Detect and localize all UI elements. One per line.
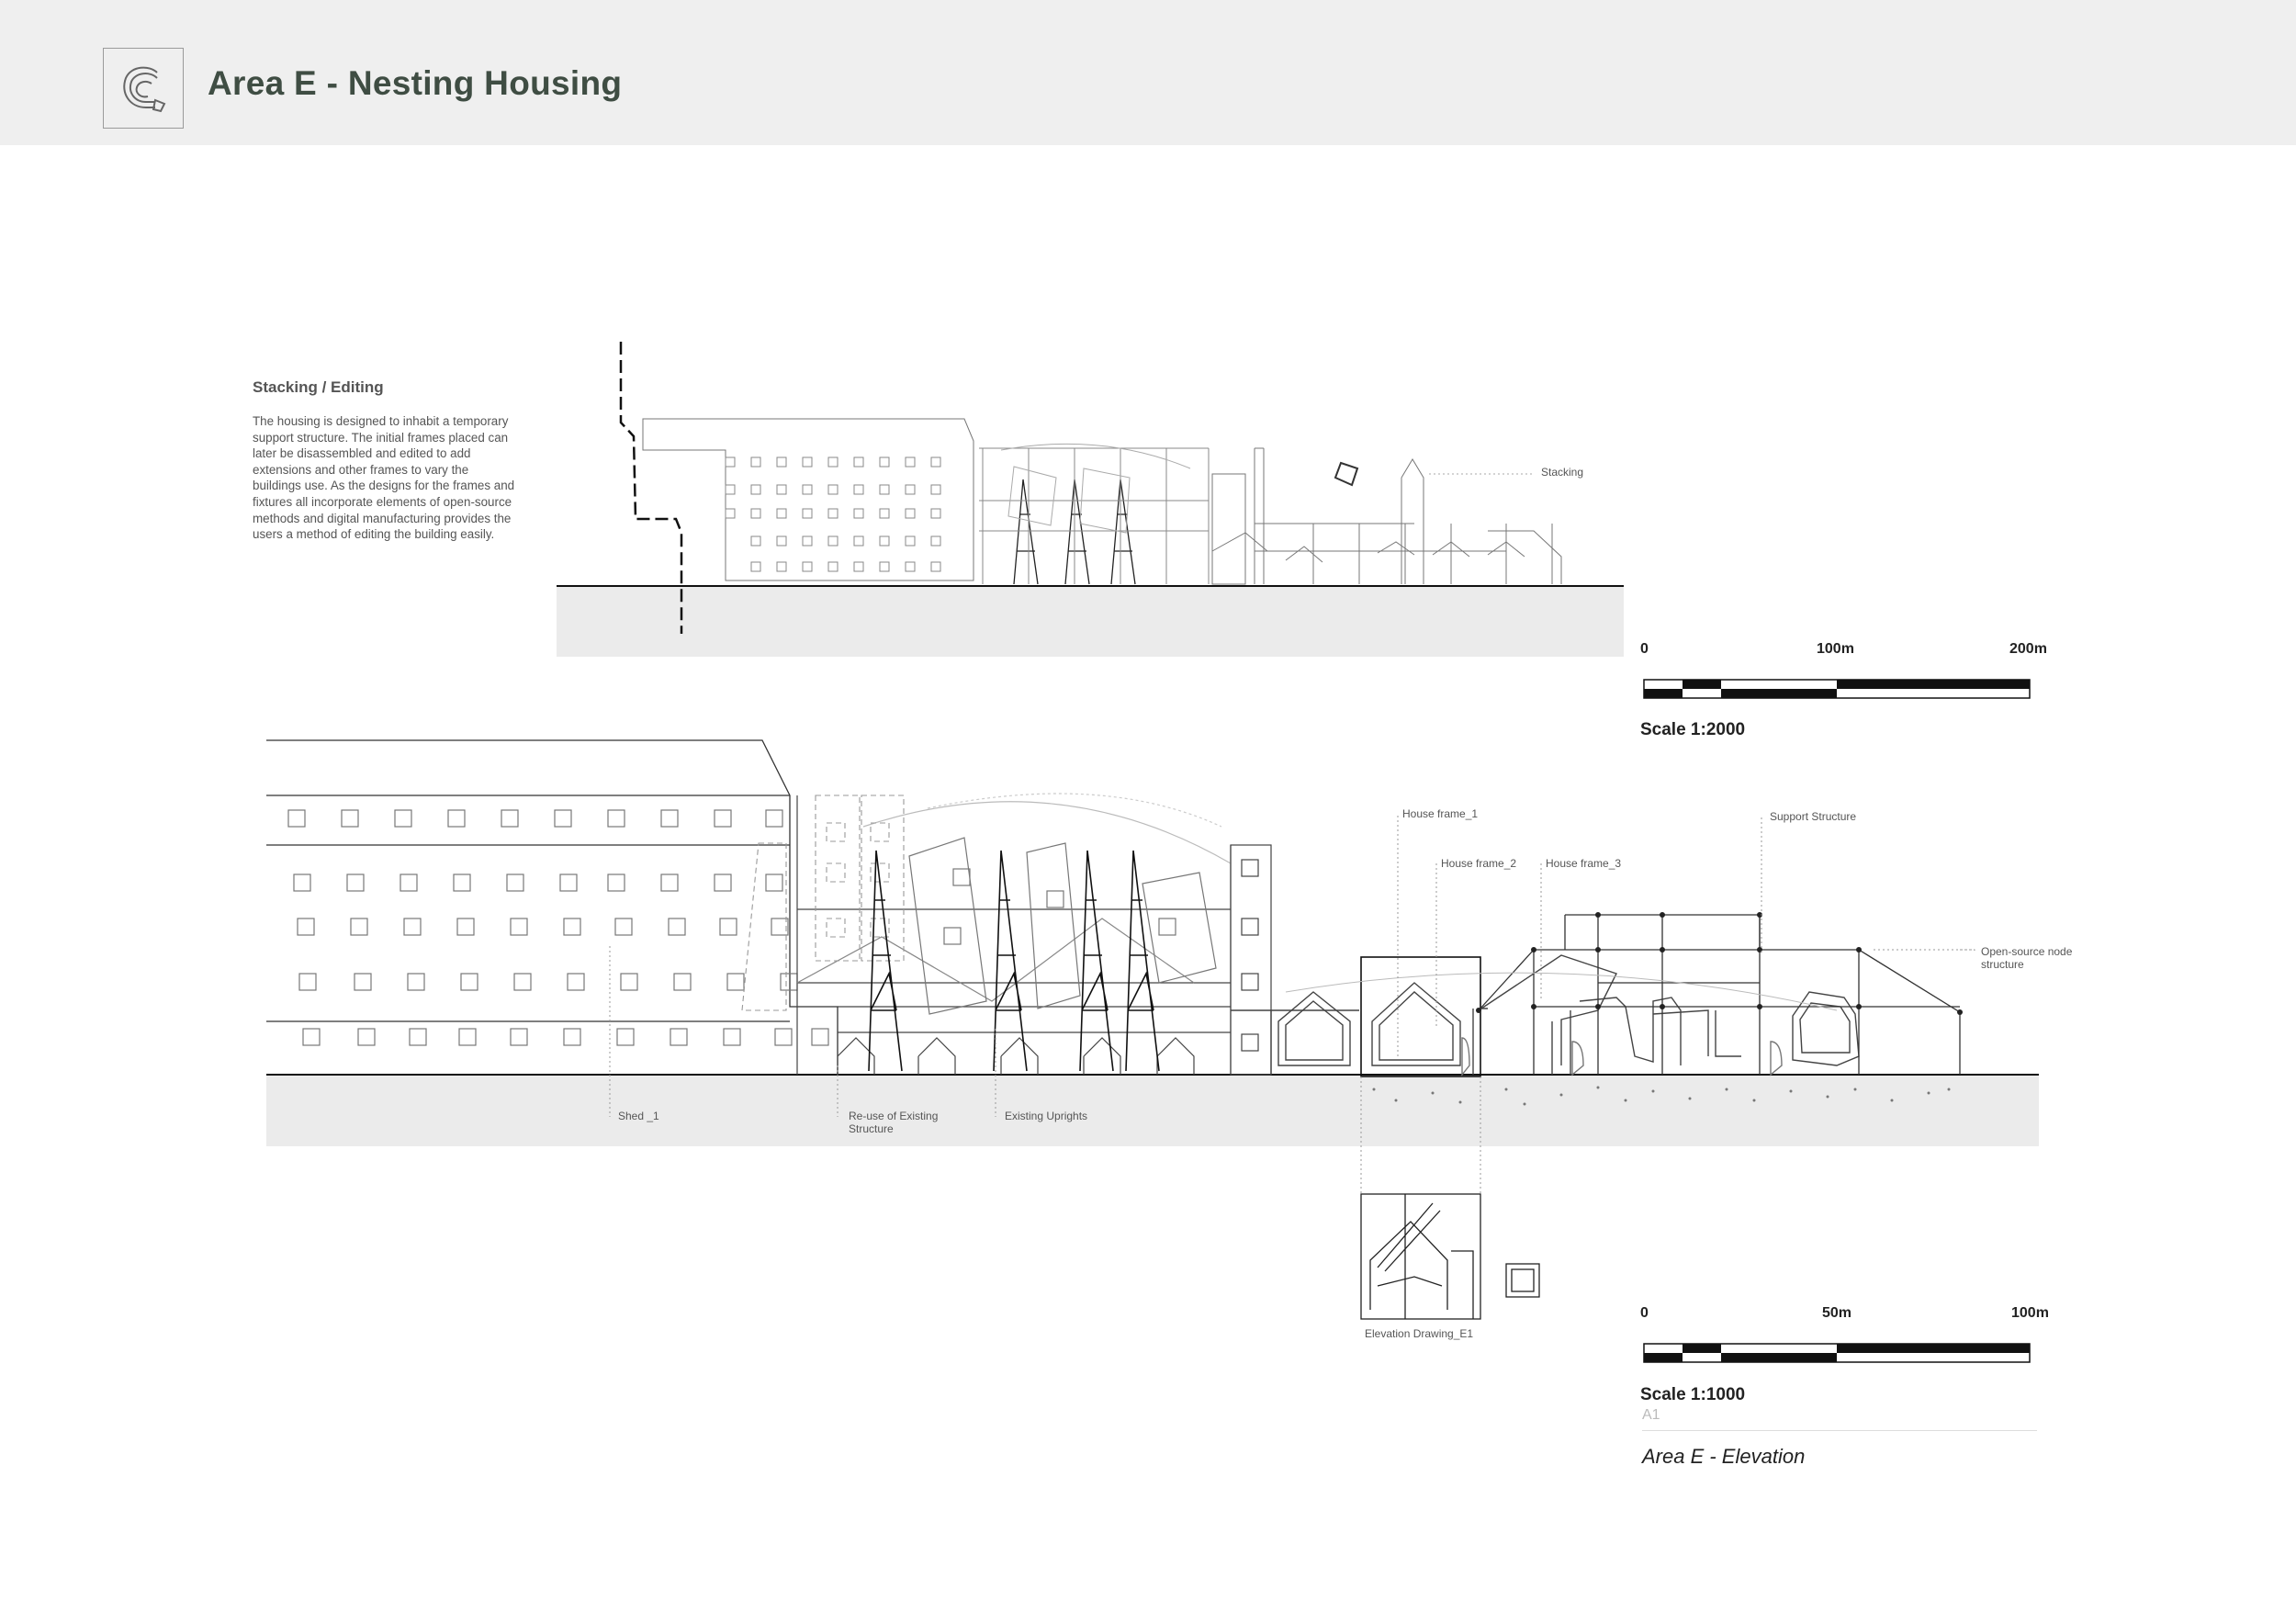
top-window-grid bbox=[725, 456, 941, 572]
open-source-structure-label: structure bbox=[1981, 958, 2024, 971]
reuse-label-line2: Structure bbox=[849, 1122, 894, 1135]
new-house-frames bbox=[1231, 954, 1860, 1077]
scale-2000-tick-200: 200m bbox=[2009, 641, 2047, 657]
steel-trusses bbox=[868, 850, 1160, 1072]
section-cut-line bbox=[619, 342, 683, 634]
movement-curve bbox=[1285, 972, 1838, 1011]
stair-tower bbox=[1230, 844, 1272, 1076]
scale-1000-tick-100: 100m bbox=[2011, 1305, 2049, 1321]
existing-shed-building bbox=[266, 739, 838, 1075]
scale-1000-tick-0: 0 bbox=[1640, 1305, 1649, 1321]
top-right-structure bbox=[1211, 447, 1562, 585]
house-frame-2-label: House frame_2 bbox=[1441, 857, 1516, 870]
support-structure-label: Support Structure bbox=[1770, 810, 1856, 823]
support-structure bbox=[1478, 914, 1961, 1075]
intro-body: The housing is designed to inhabit a tem… bbox=[253, 414, 515, 542]
open-source-node-label: Open-source node bbox=[1981, 945, 2073, 958]
ground-dots bbox=[1372, 1086, 1951, 1106]
scale-bar-1-2000 bbox=[1643, 679, 2031, 699]
scale-2000-label: Scale 1:2000 bbox=[1640, 720, 1746, 739]
header-bar: Area E - Nesting Housing bbox=[0, 0, 2296, 145]
top-support-frames bbox=[979, 443, 1210, 584]
shed-windows bbox=[287, 809, 829, 1046]
existing-structure-frames bbox=[796, 793, 1232, 1075]
intro-heading: Stacking / Editing bbox=[253, 378, 384, 396]
house-frame-3-label: House frame_3 bbox=[1546, 857, 1621, 870]
sheet-title: Area E - Elevation bbox=[1642, 1445, 1806, 1468]
c-logo-icon bbox=[103, 48, 184, 129]
sheet-divider bbox=[1642, 1430, 2037, 1431]
dashed-existing-outlines bbox=[741, 795, 905, 1011]
open-source-nodes bbox=[1476, 912, 1963, 1015]
scale-1000-label: Scale 1:1000 bbox=[1640, 1385, 1746, 1404]
scale-bar-1-1000 bbox=[1643, 1343, 2031, 1363]
sheet-size: A1 bbox=[1642, 1407, 1660, 1423]
page-title: Area E - Nesting Housing bbox=[208, 64, 623, 102]
leader-lines bbox=[609, 816, 1975, 1194]
tilted-house-frames bbox=[908, 837, 1217, 1015]
scale-2000-tick-0: 0 bbox=[1640, 641, 1649, 657]
shed-label: Shed _1 bbox=[618, 1110, 659, 1122]
reuse-label-line1: Re-use of Existing bbox=[849, 1110, 938, 1122]
scale-1000-tick-50: 50m bbox=[1822, 1305, 1852, 1321]
stacking-label: Stacking bbox=[1541, 466, 1583, 479]
main-ground-band bbox=[266, 1075, 2039, 1146]
existing-uprights-label: Existing Uprights bbox=[1005, 1110, 1087, 1122]
house-frame-1-label: House frame_1 bbox=[1402, 807, 1478, 820]
top-main-block bbox=[642, 418, 974, 581]
elevation-drawing-label: Elevation Drawing_E1 bbox=[1365, 1327, 1473, 1340]
top-ground-band bbox=[557, 586, 1624, 657]
elevation-drawing-inset bbox=[1360, 1193, 1540, 1320]
scale-2000-tick-100: 100m bbox=[1817, 641, 1854, 657]
top-elevation bbox=[557, 342, 1624, 657]
